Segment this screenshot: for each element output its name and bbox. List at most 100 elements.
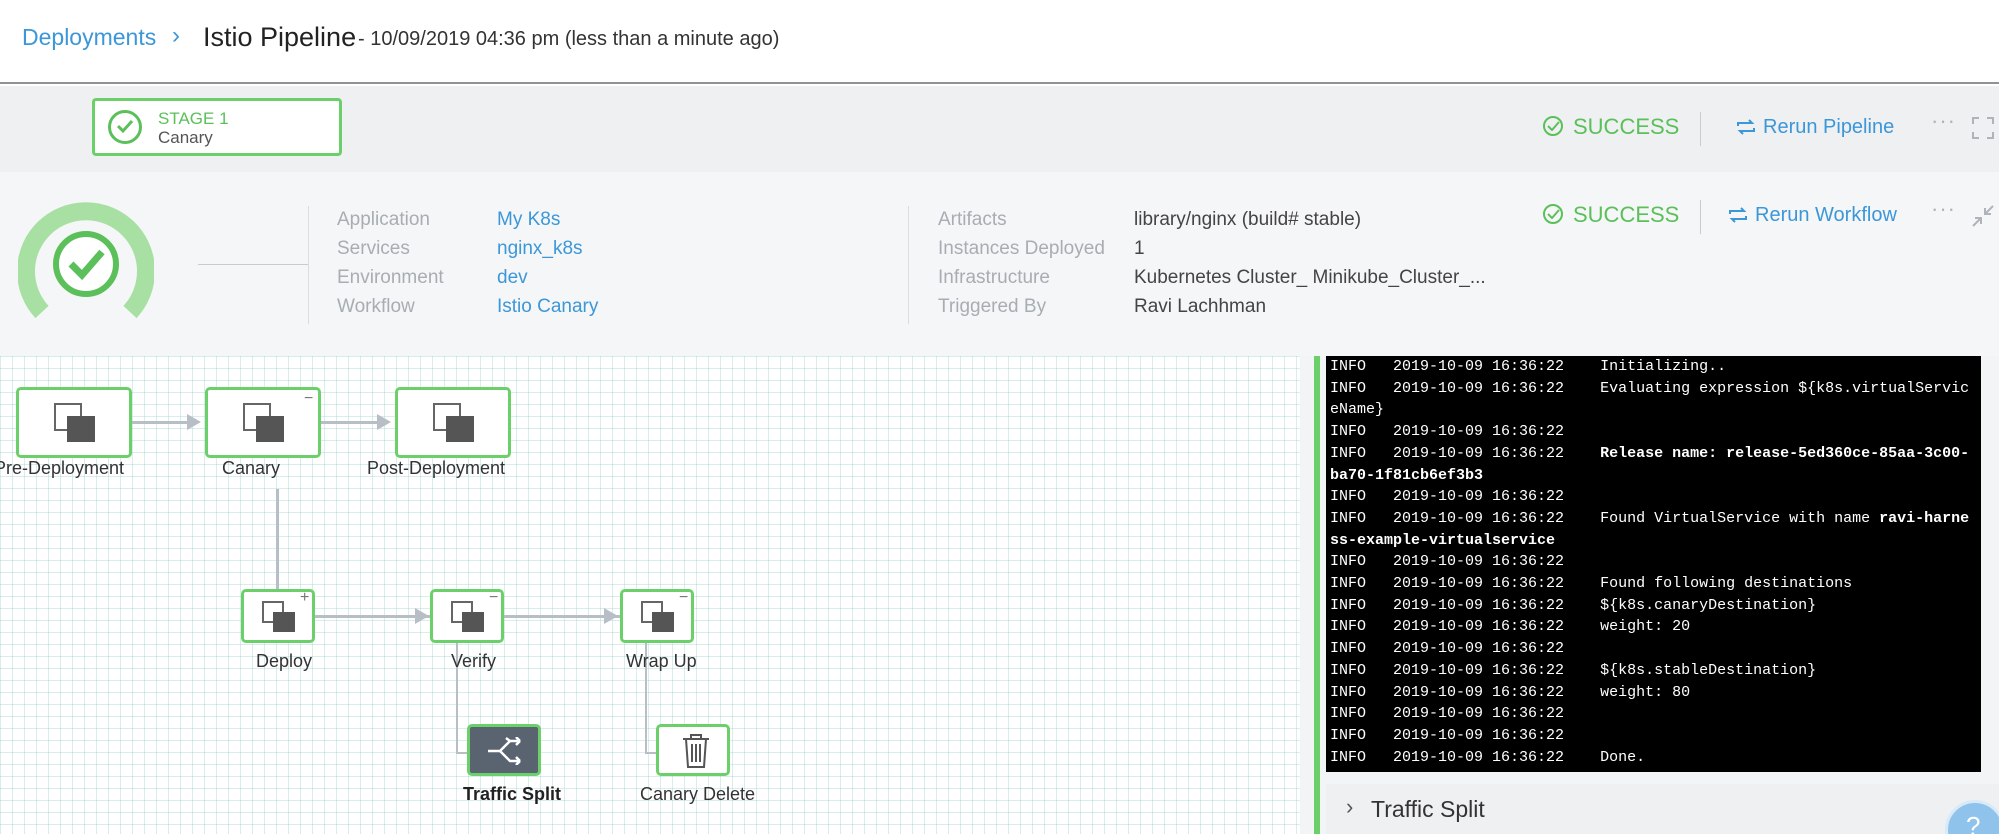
stage-name: Canary (158, 128, 213, 147)
log-level: INFO (1330, 640, 1394, 658)
step-details-panel: INFO 2019-10-09 16:36:22 Initializing.. I… (1300, 356, 1999, 834)
node-canary[interactable]: − (205, 387, 321, 458)
log-message: ${k8s.stableDestination} (1600, 661, 1817, 679)
execution-log[interactable]: INFO 2019-10-09 16:36:22 Initializing.. I… (1326, 356, 1981, 772)
phase-icon (54, 403, 95, 442)
collapse-icon[interactable]: − (489, 589, 499, 606)
log-level: INFO (1330, 705, 1394, 723)
node-label: Verify (451, 651, 497, 671)
log-line: INFO 2019-10-09 16:36:22 ${k8s.canaryDes… (1330, 595, 1977, 617)
success-gauge-icon (18, 202, 154, 319)
log-level: INFO (1330, 575, 1394, 593)
triggered-by-value: Ravi Lachhman (1134, 296, 1267, 317)
node-label: Pre-Deployment (0, 458, 125, 478)
summary-key: Triggered By (938, 296, 1047, 317)
rerun-pipeline-button[interactable]: Rerun Pipeline (1735, 116, 1894, 139)
log-level: INFO (1330, 553, 1394, 571)
log-line: INFO 2019-10-09 16:36:22 Done. (1330, 747, 1977, 769)
log-message-bold: Release name: release-5ed360ce-85aa-3c00… (1330, 444, 1970, 484)
log-timestamp: 2019-10-09 16:36:22 (1393, 423, 1601, 441)
breadcrumb-deployments-link[interactable]: Deployments (22, 24, 157, 50)
log-timestamp: 2019-10-09 16:36:22 (1393, 444, 1601, 462)
stage-card[interactable]: STAGE 1 Canary (92, 98, 342, 156)
log-level: INFO (1330, 444, 1394, 462)
rerun-workflow-button[interactable]: Rerun Workflow (1727, 204, 1897, 227)
node-traffic-split[interactable] (467, 724, 541, 776)
connector-line (645, 752, 659, 754)
arrow-right-icon (187, 414, 201, 430)
node-label: Wrap Up (626, 651, 697, 671)
node-label: Traffic Split (463, 784, 562, 804)
check-circle-icon (1543, 116, 1563, 136)
workflow-status-text: SUCCESS (1573, 202, 1680, 227)
rerun-pipeline-label: Rerun Pipeline (1763, 116, 1895, 138)
more-options-icon[interactable]: ··· (1931, 196, 1956, 221)
node-deploy[interactable]: + (241, 589, 315, 643)
node-canary-delete[interactable] (656, 724, 730, 776)
arrow-right-icon (604, 608, 618, 624)
workflow-link[interactable]: Istio Canary (497, 296, 599, 317)
log-line: INFO 2019-10-09 16:36:22 ${k8s.stableDes… (1330, 660, 1977, 682)
collapse-icon[interactable]: − (679, 589, 689, 606)
log-level: INFO (1330, 661, 1394, 679)
log-timestamp: 2019-10-09 16:36:22 (1393, 748, 1601, 766)
instances-value: 1 (1134, 238, 1145, 259)
divider (908, 206, 909, 324)
log-level: INFO (1330, 596, 1394, 614)
node-post-deployment[interactable] (395, 387, 511, 458)
log-message: Evaluating expression ${k8s.virtualServi… (1330, 379, 1970, 419)
chevron-right-icon: › (172, 22, 180, 49)
help-label: ? (1966, 811, 1981, 834)
node-wrap-up[interactable]: − (620, 589, 694, 643)
log-message: Initializing.. (1600, 358, 1727, 375)
step-group-icon (451, 601, 484, 632)
arrow-right-icon (377, 414, 391, 430)
connector-line (645, 643, 647, 753)
node-verify[interactable]: − (430, 589, 504, 643)
log-message: Found following destinations (1600, 575, 1853, 593)
header-bar: Deployments › Istio Pipeline - 10/09/201… (0, 0, 1999, 84)
workflow-graph: Pre-Deployment − Canary Post-Deployment … (0, 356, 1300, 834)
log-timestamp: 2019-10-09 16:36:22 (1393, 705, 1601, 723)
node-label: Canary (222, 458, 281, 478)
service-link[interactable]: nginx_k8s (497, 238, 583, 259)
environment-link[interactable]: dev (497, 267, 528, 288)
summary-key: Application (337, 209, 430, 230)
application-link[interactable]: My K8s (497, 209, 561, 230)
node-label: Deploy (256, 651, 313, 671)
connector-line (321, 421, 379, 424)
log-level: INFO (1330, 423, 1394, 441)
phase-icon (243, 403, 284, 442)
log-level: INFO (1330, 379, 1394, 397)
collapse-icon[interactable] (1971, 204, 1995, 233)
chevron-right-icon: › (1346, 794, 1354, 819)
more-options-icon[interactable]: ··· (1931, 108, 1956, 133)
log-timestamp: 2019-10-09 16:36:22 (1393, 726, 1601, 744)
expand-icon[interactable]: + (300, 589, 310, 606)
log-line: INFO 2019-10-09 16:36:22 Found following… (1330, 573, 1977, 595)
divider (1700, 112, 1701, 146)
node-label: Post-Deployment (367, 458, 506, 478)
connector-line (276, 489, 279, 593)
check-circle-icon (108, 110, 142, 144)
collapse-icon[interactable]: − (304, 390, 314, 407)
log-message: weight: 80 (1600, 683, 1691, 701)
expand-icon[interactable] (1971, 116, 1995, 145)
log-level: INFO (1330, 509, 1394, 527)
log-timestamp: 2019-10-09 16:36:22 (1393, 596, 1601, 614)
connector-line (131, 421, 189, 424)
page-subtitle: - 10/09/2019 04:36 pm (less than a minut… (358, 28, 780, 50)
trash-icon (683, 734, 709, 768)
log-level: INFO (1330, 683, 1394, 701)
log-timestamp: 2019-10-09 16:36:22 (1393, 379, 1601, 397)
log-line: INFO 2019-10-09 16:36:22 (1330, 421, 1977, 443)
node-pre-deployment[interactable] (16, 387, 132, 458)
pipeline-status: SUCCESS (1543, 114, 1679, 140)
workflow-summary: Application Services Environment Workflo… (0, 172, 1999, 356)
workflow-status: SUCCESS (1543, 202, 1679, 228)
traffic-split-section[interactable]: › Traffic Split (1326, 784, 1999, 834)
summary-key: Artifacts (938, 209, 1007, 230)
log-line: INFO 2019-10-09 16:36:22 Evaluating expr… (1330, 378, 1977, 421)
log-level: INFO (1330, 618, 1394, 636)
stage-bar: STAGE 1 Canary SUCCESS Rerun Pipeline ··… (0, 86, 1999, 172)
